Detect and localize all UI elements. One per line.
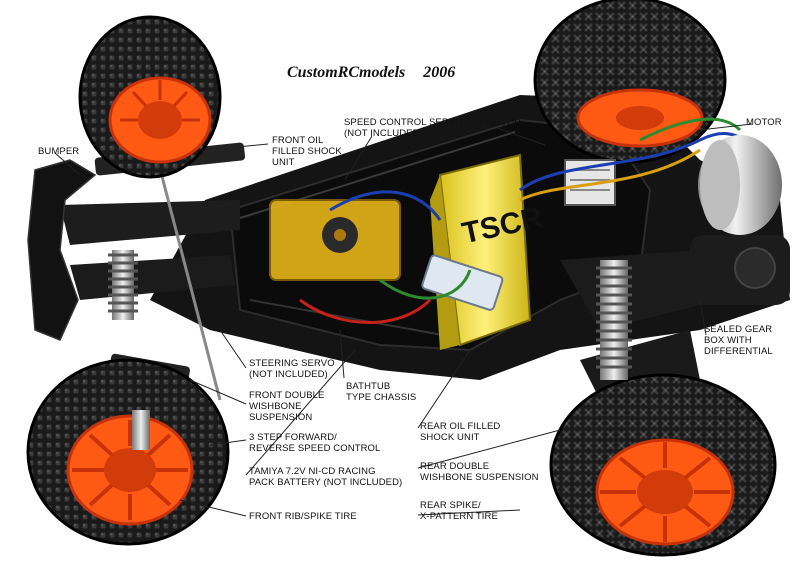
watermark: CustomRCmodels 2006: [287, 64, 455, 82]
rear-right-wheel: [549, 373, 777, 557]
leader-lines: [54, 123, 753, 517]
front-left-wheel: [78, 15, 222, 179]
front-right-wheel: [26, 358, 230, 546]
label-bumper: BUMPER: [38, 146, 80, 157]
label-rear-tire: REAR SPIKE/ X-PATTERN TIRE: [420, 500, 498, 522]
label-front-double-wishbone: FRONT DOUBLE WISHBONE SUSPENSION: [249, 390, 325, 423]
bumper: [27, 159, 97, 341]
gearbox: [690, 235, 790, 305]
label-bathtub-chassis: BATHTUB TYPE CHASSIS: [346, 381, 417, 403]
label-motor: MOTOR: [746, 117, 782, 128]
label-front-tire: FRONT RIB/SPIKE TIRE: [249, 511, 357, 522]
label-speed-control: 3 STEP FORWARD/ REVERSE SPEED CONTROL: [249, 432, 381, 454]
label-steering-servo: STEERING SERVO (NOT INCLUDED): [249, 358, 335, 380]
rear-left-wheel: [533, 0, 727, 164]
steering-servo: [269, 199, 401, 281]
label-front-oil-shock: FRONT OIL FILLED SHOCK UNIT: [272, 135, 342, 168]
label-battery-pack: TAMIYA 7.2V Ni-Cd RACING PACK BATTERY (N…: [249, 466, 403, 488]
front-shock-upper: [108, 250, 138, 320]
watermark-year: 2006: [423, 64, 456, 81]
label-rear-oil-shock: REAR OIL FILLED SHOCK UNIT: [420, 421, 501, 443]
label-resistor: RESISTOR: [472, 117, 522, 128]
label-speed-control-servo: SPEED CONTROL SERVO (NOT INCLUDED): [344, 117, 463, 139]
label-rear-double-wishbone: REAR DOUBLE WISHBONE SUSPENSION: [420, 461, 539, 483]
label-sealed-gearbox: SEALED GEAR BOX WITH DIFFERENTIAL: [704, 324, 773, 357]
front-shock-lower: [132, 410, 150, 450]
motor: [698, 135, 782, 235]
watermark-name: CustomRCmodels: [287, 64, 406, 81]
rear-shock: [596, 260, 632, 380]
